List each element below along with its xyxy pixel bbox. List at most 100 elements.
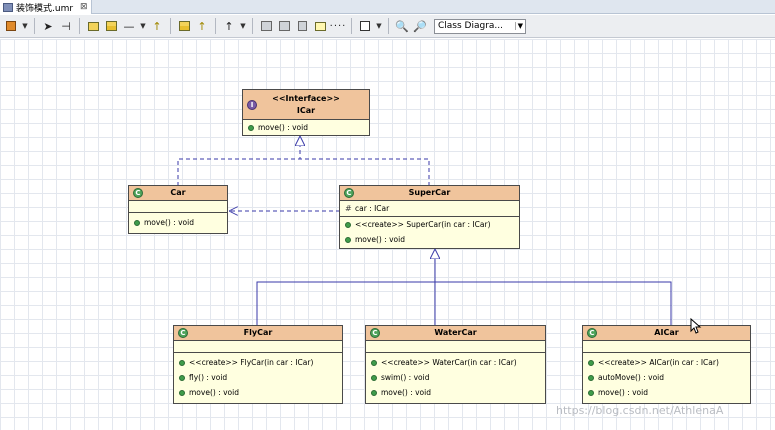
align-icon[interactable]	[294, 18, 310, 34]
editor-tab-title: 装饰模式.umr	[16, 3, 74, 14]
shape-icon[interactable]	[357, 18, 373, 34]
operation-row[interactable]: move() : void	[583, 385, 750, 400]
operation-row[interactable]: swim() : void	[366, 370, 545, 385]
operation-row[interactable]: <<create>> SuperCar(in car : ICar)	[340, 217, 519, 232]
toolbar-separator	[252, 18, 253, 34]
edge-car-icar	[177, 136, 300, 186]
toolbar-separator	[388, 18, 389, 34]
class-flycar-operations: <<create>> FlyCar(in car : ICar) fly() :…	[174, 353, 342, 402]
public-method-icon	[179, 389, 185, 396]
realization-tool-icon[interactable]: ↑	[224, 19, 234, 33]
class-flycar-attributes	[174, 341, 342, 353]
interface-tool-icon[interactable]	[103, 18, 119, 34]
operation-row[interactable]: move() : void	[340, 232, 519, 247]
class-watercar-attributes	[366, 341, 545, 353]
dependency-tool-icon[interactable]: ↑	[197, 19, 207, 33]
association-tool-icon[interactable]: —	[123, 19, 135, 33]
chevron-down-icon[interactable]: ▼	[240, 22, 246, 30]
class-icar-operations: move() : void	[243, 120, 369, 135]
public-method-icon	[588, 374, 594, 381]
operation-row[interactable]: move() : void	[174, 385, 342, 400]
class-icar-header: I <<Interface>> ICar	[243, 90, 369, 120]
operation-row[interactable]: fly() : void	[174, 370, 342, 385]
interface-badge-icon: I	[247, 99, 257, 110]
chevron-down-icon[interactable]: ▼	[22, 22, 28, 30]
generalization-tool-icon[interactable]: ↑	[152, 19, 162, 33]
public-method-icon	[345, 236, 351, 243]
class-badge-icon: C	[344, 188, 354, 198]
diagram-type-select[interactable]: Class Diagra... ▼	[434, 18, 526, 34]
chevron-down-icon[interactable]: ▼	[376, 22, 382, 30]
class-watercar-name: WaterCar	[434, 328, 477, 337]
zoom-in-icon[interactable]: 🔍	[395, 19, 409, 33]
operation-row[interactable]: move() : void	[366, 385, 545, 400]
public-method-icon	[248, 124, 254, 131]
chevron-down-icon[interactable]: ▼	[140, 22, 146, 30]
class-car-operations: move() : void	[129, 213, 227, 232]
public-method-icon	[179, 374, 185, 381]
compartment-alt-icon[interactable]	[276, 18, 292, 34]
toolbar-separator	[351, 18, 352, 34]
public-method-icon	[371, 359, 377, 366]
toolbar-separator	[170, 18, 171, 34]
operation-row[interactable]: move() : void	[129, 215, 227, 230]
class-car[interactable]: C Car move() : void	[128, 185, 228, 234]
editor-tab[interactable]: 装饰模式.umr ⊠	[0, 0, 92, 14]
operation-row[interactable]: move() : void	[243, 120, 369, 135]
class-aicar[interactable]: C AICar <<create>> AICar(in car : ICar) …	[582, 325, 751, 404]
class-badge-icon: C	[178, 328, 188, 338]
class-aicar-attributes	[583, 341, 750, 353]
watermark: https://blog.csdn.net/AthlenaA	[556, 404, 724, 417]
public-method-icon	[371, 389, 377, 396]
class-car-header: C Car	[129, 186, 227, 201]
class-icar-stereotype: <<Interface>>	[272, 94, 340, 103]
toolbar-separator	[215, 18, 216, 34]
protected-field-icon: #	[345, 204, 352, 213]
class-badge-icon: C	[587, 328, 597, 338]
class-supercar-operations: <<create>> SuperCar(in car : ICar) move(…	[340, 217, 519, 247]
operation-row[interactable]: autoMove() : void	[583, 370, 750, 385]
attribute-row[interactable]: #car : ICar	[345, 204, 390, 213]
class-icar[interactable]: I <<Interface>> ICar move() : void	[242, 89, 370, 136]
editor-tab-bar: 装饰模式.umr ⊠	[0, 0, 775, 14]
class-watercar-operations: <<create>> WaterCar(in car : ICar) swim(…	[366, 353, 545, 402]
class-aicar-name: AICar	[654, 328, 679, 337]
class-flycar-header: C FlyCar	[174, 326, 342, 341]
note-link-icon[interactable]: ····	[329, 20, 347, 32]
class-badge-icon: C	[133, 188, 143, 198]
edge-aicar-supercar	[435, 281, 672, 326]
class-supercar-name: SuperCar	[408, 188, 451, 197]
class-badge-icon: C	[370, 328, 380, 338]
public-method-icon	[134, 219, 140, 226]
class-watercar[interactable]: C WaterCar <<create>> WaterCar(in car : …	[365, 325, 546, 404]
diagram-toolbar: ▼ ➤ ⊣ — ▼ ↑ ↑ ↑ ▼ ···· ▼ 🔍 🔎 Class Diagr…	[0, 15, 775, 38]
edge-supercar-icar	[300, 158, 430, 186]
marquee-icon[interactable]: ⊣	[61, 19, 71, 33]
public-method-icon	[371, 374, 377, 381]
class-car-attributes	[129, 201, 227, 213]
class-icar-name: ICar	[296, 106, 316, 115]
class-supercar[interactable]: C SuperCar #car : ICar <<create>> SuperC…	[339, 185, 520, 249]
close-icon[interactable]: ⊠	[80, 2, 88, 12]
uml-file-icon	[3, 2, 13, 12]
palette-icon[interactable]	[3, 18, 19, 34]
class-aicar-operations: <<create>> AICar(in car : ICar) autoMove…	[583, 353, 750, 402]
diagram-type-value: Class Diagra...	[438, 21, 503, 31]
select-arrow-icon[interactable]: ➤	[43, 19, 53, 33]
zoom-out-icon[interactable]: 🔎	[413, 19, 427, 33]
operation-row[interactable]: <<create>> WaterCar(in car : ICar)	[366, 355, 545, 370]
operation-row[interactable]: <<create>> FlyCar(in car : ICar)	[174, 355, 342, 370]
note-icon[interactable]	[312, 18, 328, 34]
chevron-down-icon[interactable]: ▼	[514, 22, 523, 30]
toolbar-separator	[79, 18, 80, 34]
class-supercar-header: C SuperCar	[340, 186, 519, 201]
package-tool-icon[interactable]	[176, 18, 192, 34]
compartment-icon[interactable]	[258, 18, 274, 34]
edge-flycar-supercar	[256, 281, 435, 326]
toolbar-separator	[34, 18, 35, 34]
operation-row[interactable]: <<create>> AICar(in car : ICar)	[583, 355, 750, 370]
public-method-icon	[179, 359, 185, 366]
class-tool-icon[interactable]	[85, 18, 101, 34]
class-flycar[interactable]: C FlyCar <<create>> FlyCar(in car : ICar…	[173, 325, 343, 404]
